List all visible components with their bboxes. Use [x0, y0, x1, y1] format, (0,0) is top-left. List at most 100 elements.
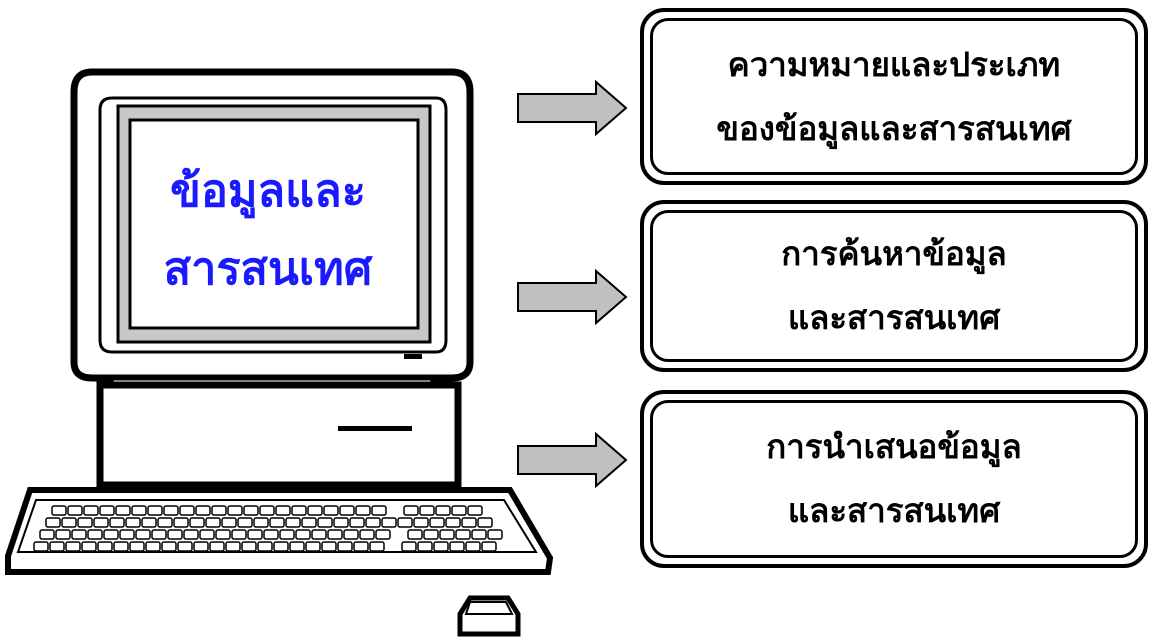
keyboard-key: [109, 517, 125, 528]
topic-line: ของข้อมูลและสารสนเทศ: [716, 108, 1072, 148]
keyboard-key: [49, 541, 65, 552]
arrow-right-icon: [517, 431, 628, 489]
keyboard-key: [253, 517, 269, 528]
keyboard-key: [323, 505, 339, 516]
keyboard-key: [259, 505, 275, 516]
keyboard-key: [439, 529, 455, 540]
keyboard-key: [487, 529, 503, 540]
keyboard-key: [167, 529, 183, 540]
keyboard-key: [113, 541, 129, 552]
topic-line: การค้นหาข้อมูล: [781, 234, 1007, 273]
keyboard-key: [291, 505, 307, 516]
keyboard-key: [205, 517, 221, 528]
keyboard-key: [67, 505, 83, 516]
keyboard-key: [247, 529, 263, 540]
keyboard-key: [65, 541, 81, 552]
keyboard-key: [93, 517, 109, 528]
keyboard-key: [359, 529, 375, 540]
keyboard-key: [99, 505, 115, 516]
keyboard-key: [353, 541, 369, 552]
keyboard-key: [183, 529, 199, 540]
keyboard-key: [307, 505, 323, 516]
keyboard-key: [141, 517, 157, 528]
keyboard-key: [285, 517, 301, 528]
keyboard-key: [83, 505, 99, 516]
keyboard-key: [289, 541, 305, 552]
keyboard-key: [451, 505, 467, 516]
keyboard-key: [481, 541, 497, 552]
keyboard-key: [371, 505, 387, 516]
keyboard-key: [131, 505, 147, 516]
keyboard-key: [343, 529, 359, 540]
keyboard-key: [375, 529, 391, 540]
power-light-icon: [404, 354, 422, 359]
keyboard-key: [237, 517, 253, 528]
keyboard-key: [39, 529, 55, 540]
keyboard-key: [221, 517, 237, 528]
topic-box-search: การค้นหาข้อมูล และสารสนเทศ: [640, 200, 1148, 372]
keyboard-key: [477, 517, 493, 528]
keyboard-key: [413, 517, 429, 528]
keyboard-key: [275, 505, 291, 516]
keyboard-key: [445, 517, 461, 528]
keyboard-key: [115, 505, 131, 516]
keyboard-key: [243, 505, 259, 516]
keyboard-key: [135, 529, 151, 540]
keyboard-key: [145, 541, 161, 552]
keyboard-key: [263, 529, 279, 540]
topic-line: และสารสนเทศ: [787, 298, 1001, 337]
keyboard-key: [77, 517, 93, 528]
keyboard-key: [429, 517, 445, 528]
topic-line: และสารสนเทศ: [787, 491, 1001, 530]
keyboard-key: [433, 541, 449, 552]
monitor-title: ข้อมูลและ สารสนเทศ: [118, 152, 418, 308]
keyboard-key: [33, 541, 49, 552]
topic-line: ความหมายและประเภท: [727, 44, 1061, 84]
topic-line: การนำเสนอข้อมูล: [766, 427, 1022, 466]
keyboard-key: [333, 517, 349, 528]
keyboard-key: [301, 517, 317, 528]
keyboard-key: [179, 505, 195, 516]
keyboard-key: [339, 505, 355, 516]
keyboard-key: [129, 541, 145, 552]
keyboard-key: [177, 541, 193, 552]
keyboard-key: [209, 541, 225, 552]
keyboard-key: [119, 529, 135, 540]
keyboard-key: [311, 529, 327, 540]
keyboard-key: [215, 529, 231, 540]
keyboard-key: [195, 505, 211, 516]
keyboard-key: [465, 541, 481, 552]
keyboard-key: [225, 541, 241, 552]
keyboard-key: [365, 517, 381, 528]
keyboard-key: [397, 517, 413, 528]
keyboard-key: [125, 517, 141, 528]
keyboard-key: [211, 505, 227, 516]
monitor: [70, 68, 474, 382]
keyboard-key: [471, 529, 487, 540]
keyboard-key: [317, 517, 333, 528]
keyboard-key: [403, 505, 419, 516]
keyboard-key: [461, 517, 477, 528]
keyboard-key: [157, 517, 173, 528]
keyboard-key: [435, 505, 451, 516]
keyboard-key: [349, 517, 365, 528]
keyboard-key: [163, 505, 179, 516]
mouse: [457, 595, 521, 637]
keyboard-key: [455, 529, 471, 540]
monitor-title-line1: ข้อมูลและ: [170, 164, 366, 217]
keyboard-key: [71, 529, 87, 540]
keyboard-key: [231, 529, 247, 540]
keyboard-key: [381, 517, 397, 528]
keyboard-key: [97, 541, 113, 552]
keyboard-key: [87, 529, 103, 540]
arrow-right-icon: [517, 79, 628, 137]
keyboard-key: [61, 517, 77, 528]
keyboard-key: [423, 529, 439, 540]
keyboard-key: [173, 517, 189, 528]
keyboard-key: [321, 541, 337, 552]
screen: [128, 118, 420, 330]
keyboard-key: [355, 505, 371, 516]
topic-box-definition: ความหมายและประเภท ของข้อมูลและสารสนเทศ: [640, 8, 1148, 185]
